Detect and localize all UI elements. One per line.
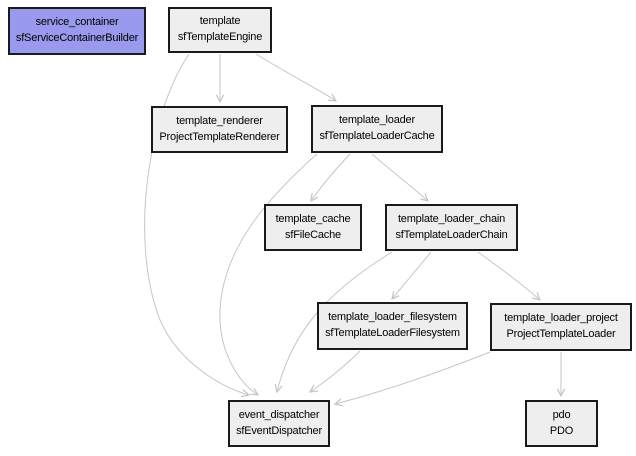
node-class-name: sfEventDispatcher [236, 424, 322, 437]
node-class-name: ProjectTemplateRenderer [159, 130, 280, 143]
node-template: template sfTemplateEngine [168, 7, 272, 53]
node-service-name: template_renderer [176, 114, 263, 127]
node-service-name: template_cache [275, 212, 351, 225]
node-class-name: sfTemplateEngine [177, 31, 263, 43]
node-template_cache: template_cache sfFileCache [264, 204, 362, 251]
edge-template_loader_chain-to-template_loader_project [477, 251, 540, 300]
node-service-name: event_dispatcher [238, 408, 320, 421]
node-service-name: template_loader_chain [397, 212, 506, 225]
node-service-name: template_loader_project [504, 312, 618, 325]
node-event_dispatcher: event_dispatcher sfEventDispatcher [228, 400, 330, 447]
node-service-name: template_loader_filesystem [328, 311, 457, 324]
node-template_loader_chain: template_loader_chain sfTemplateLoaderCha… [385, 204, 518, 251]
node-service_container: service_container sfServiceContainerBuild… [8, 7, 146, 55]
node-service-name: service_container [35, 16, 119, 29]
node-class-name: ProjectTemplateLoader [506, 328, 616, 340]
edge-template_loader-to-template_loader_chain [371, 153, 428, 201]
node-class-name: sfServiceContainerBuilder [15, 32, 139, 44]
node-service-name: template_loader [339, 114, 415, 127]
node-service-name: template [199, 15, 241, 28]
edge-template_loader-to-event_dispatcher [219, 153, 318, 395]
node-class-name: PDO [549, 424, 574, 437]
node-class-name: sfTemplateLoaderChain [395, 228, 508, 241]
node-class-name: sfFileCache [285, 228, 341, 241]
node-service-name: pdo [552, 408, 571, 421]
edge-template-to-template_loader [255, 53, 336, 101]
node-class-name: sfTemplateLoaderFilesystem [325, 327, 460, 339]
edge-template_loader-to-template_cache [311, 153, 351, 201]
edge-template_loader_project-to-event_dispatcher [335, 351, 491, 404]
edge-template_loader_chain-to-event_dispatcher [277, 251, 393, 392]
node-class-name: sfTemplateLoaderCache [319, 130, 435, 142]
node-template_loader_filesystem: template_loader_filesystem sfTemplateLoad… [317, 302, 468, 350]
edge-template_loader_filesystem-to-event_dispatcher [310, 350, 361, 392]
node-template_loader: template_loader sfTemplateLoaderCache [311, 105, 443, 153]
edge-template_loader_chain-to-template_loader_filesystem [392, 251, 432, 299]
